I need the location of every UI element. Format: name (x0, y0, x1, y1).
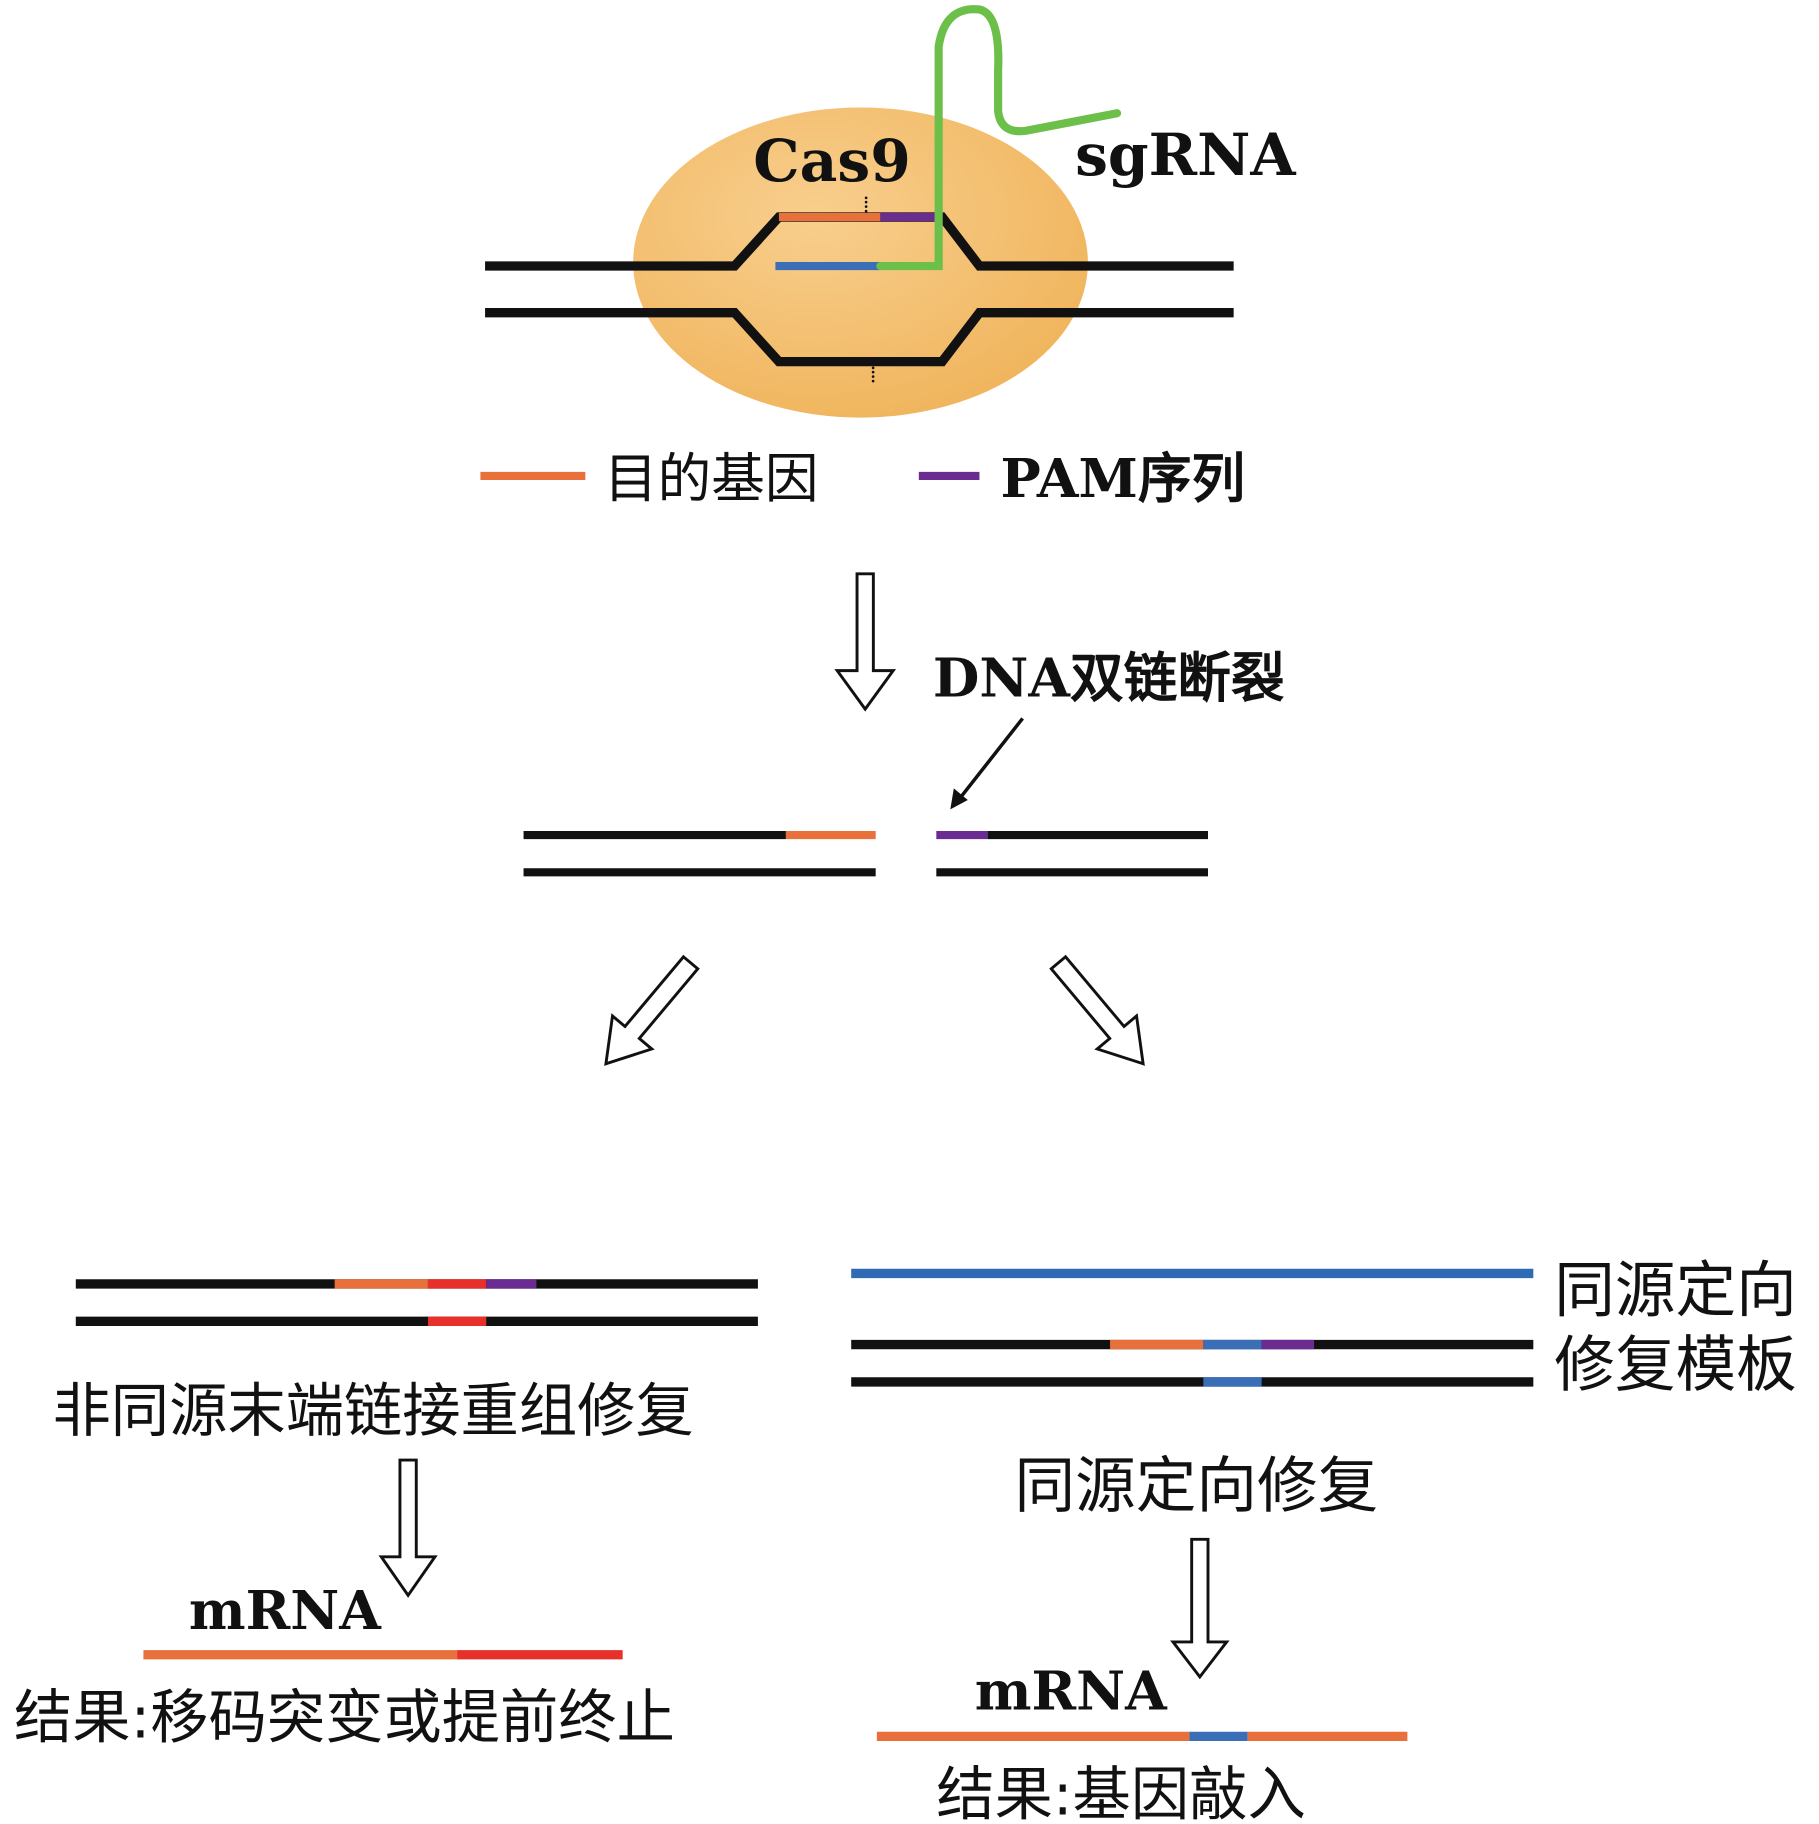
sgrna-strand (876, 5, 1122, 271)
cas9-label: Cas9 (753, 126, 911, 195)
arrow-down-icon (378, 1458, 438, 1598)
hdr-template-label-line2: 修复模板 (1554, 1330, 1797, 1400)
legend-pam-label: PAM序列 (1000, 447, 1245, 510)
nhej-label: 非同源末端链接重组修复 (52, 1377, 693, 1445)
hdr-label: 同源定向修复 (1014, 1452, 1378, 1522)
result-left-label: 结果:移码突变或提前终止 (14, 1684, 675, 1752)
mrna-left-label: mRNA (189, 1579, 382, 1642)
cut-mark-icon: ⁞ (863, 192, 869, 218)
mrna-right-label: mRNA (975, 1660, 1168, 1723)
cut-mark-icon: ⁞ (870, 363, 876, 389)
arrow-head-icon (950, 788, 968, 810)
dna-bottom-strand (485, 307, 1234, 367)
legend-target-label: 目的基因 (604, 447, 819, 510)
result-right-label: 结果:基因敲入 (936, 1761, 1305, 1824)
arrow-down-icon (834, 572, 897, 712)
hdr-template-label-line1: 同源定向 (1554, 1256, 1797, 1326)
dsb-pointer-arrow (957, 717, 1024, 802)
sgrna-label: sgRNA (1075, 120, 1296, 189)
dsb-label: DNA双链断裂 (933, 646, 1285, 709)
arrow-down-right-icon (1049, 954, 1145, 1066)
arrow-down-left-icon (604, 954, 700, 1066)
arrow-down-icon (1170, 1537, 1230, 1680)
